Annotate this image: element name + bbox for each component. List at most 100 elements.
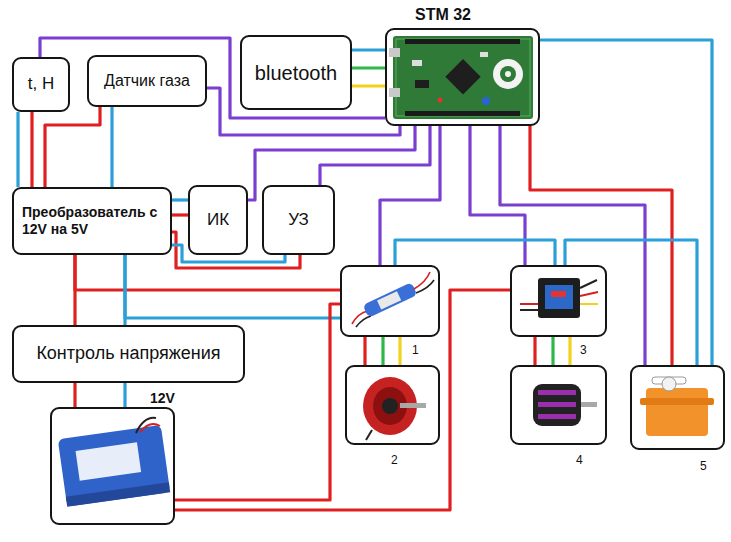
wire	[352, 48, 385, 51]
box-label: Преобразователь с 12V на 5V	[22, 204, 162, 238]
esc-picture	[580, 292, 598, 296]
esc-picture	[580, 280, 597, 288]
servo-picture	[640, 377, 714, 436]
wire	[565, 240, 697, 365]
wire	[123, 383, 126, 407]
wire	[398, 337, 401, 365]
controller-board-picture	[415, 80, 429, 88]
wire	[380, 126, 440, 265]
sensor-box: УЗ	[262, 185, 335, 255]
wire	[363, 337, 366, 365]
controller-board-picture	[389, 88, 400, 97]
motor-picture	[581, 402, 597, 407]
controller-board-picture	[438, 98, 443, 103]
motor-picture	[533, 384, 581, 426]
esc-picture	[551, 291, 566, 297]
esc-picture	[520, 278, 598, 318]
wire	[110, 107, 113, 187]
battery-box: 12V	[50, 407, 175, 525]
wire	[16, 112, 19, 187]
voltage-label: 12V	[150, 390, 175, 407]
controller-board-picture	[500, 66, 516, 82]
wire	[172, 213, 188, 216]
wire	[381, 337, 384, 365]
callout-number: 1	[412, 343, 419, 357]
battery-picture	[66, 482, 170, 506]
box-label: t, H	[28, 74, 54, 94]
esc-picture	[363, 282, 418, 318]
sensor-box: t, H	[12, 57, 70, 112]
controller-board-picture	[389, 48, 400, 57]
esc-picture	[580, 303, 598, 305]
battery-picture	[136, 418, 156, 433]
wire	[500, 126, 645, 365]
box-label: Контроль напряжения	[36, 343, 220, 365]
wire	[172, 198, 188, 201]
wire	[123, 255, 126, 325]
module-box: bluetooth	[240, 35, 352, 110]
wire	[530, 126, 672, 365]
battery-picture	[58, 425, 170, 507]
controller-board-picture	[396, 39, 530, 116]
motor-picture	[533, 384, 597, 426]
servo-box: 5	[630, 365, 725, 450]
wire	[352, 84, 385, 87]
monitor-box: Контроль напряжения	[12, 325, 245, 383]
motor-picture	[382, 398, 398, 414]
controller-board-picture	[445, 59, 480, 94]
esc-box: 3	[510, 265, 607, 337]
esc-picture	[538, 278, 580, 318]
callout-number: 2	[391, 453, 398, 467]
esc-picture	[356, 316, 371, 327]
esc-picture	[520, 309, 540, 311]
wire	[540, 40, 712, 365]
wire	[320, 126, 430, 185]
servo-picture	[646, 388, 708, 436]
controller-board-picture	[405, 111, 520, 116]
motor-picture	[538, 402, 576, 407]
controller-board-picture	[389, 36, 533, 119]
esc-box: 1	[340, 265, 440, 337]
motor-picture	[400, 403, 426, 408]
wire	[470, 126, 525, 265]
wire	[395, 240, 555, 265]
motor-picture	[366, 430, 372, 440]
wire	[551, 337, 554, 365]
controller-board-picture	[480, 52, 488, 57]
box-label: УЗ	[288, 210, 309, 230]
controller-board-picture	[393, 36, 533, 119]
box-label: ИК	[207, 210, 229, 230]
controller-board: STM 32	[385, 28, 540, 126]
motor-picture	[538, 390, 576, 395]
controller-board-picture	[493, 59, 523, 89]
esc-picture	[363, 282, 418, 318]
battery-picture	[58, 425, 170, 507]
wire	[352, 66, 385, 69]
wire	[533, 337, 536, 365]
controller-board-picture	[482, 97, 490, 105]
controller-board-picture	[505, 71, 511, 77]
servo-picture	[640, 398, 714, 405]
wire	[568, 337, 571, 365]
box-label: bluetooth	[255, 61, 337, 85]
wire	[73, 255, 76, 325]
motor-box: 4	[510, 365, 607, 445]
motor-box: 2	[345, 365, 440, 445]
motor-picture	[538, 414, 576, 419]
battery-picture	[58, 418, 170, 507]
esc-picture	[545, 285, 573, 309]
callout-number: 3	[580, 343, 587, 357]
wire	[73, 383, 76, 407]
sensor-box: ИК	[188, 185, 248, 255]
esc-picture	[416, 280, 434, 293]
controller-board-picture	[405, 39, 520, 44]
battery-picture	[76, 442, 142, 480]
wire	[125, 255, 340, 318]
sensor-box: Датчик газа	[87, 55, 207, 107]
esc-picture	[377, 291, 401, 309]
wire	[30, 112, 33, 187]
wire	[45, 107, 100, 187]
esc-picture	[520, 303, 540, 305]
